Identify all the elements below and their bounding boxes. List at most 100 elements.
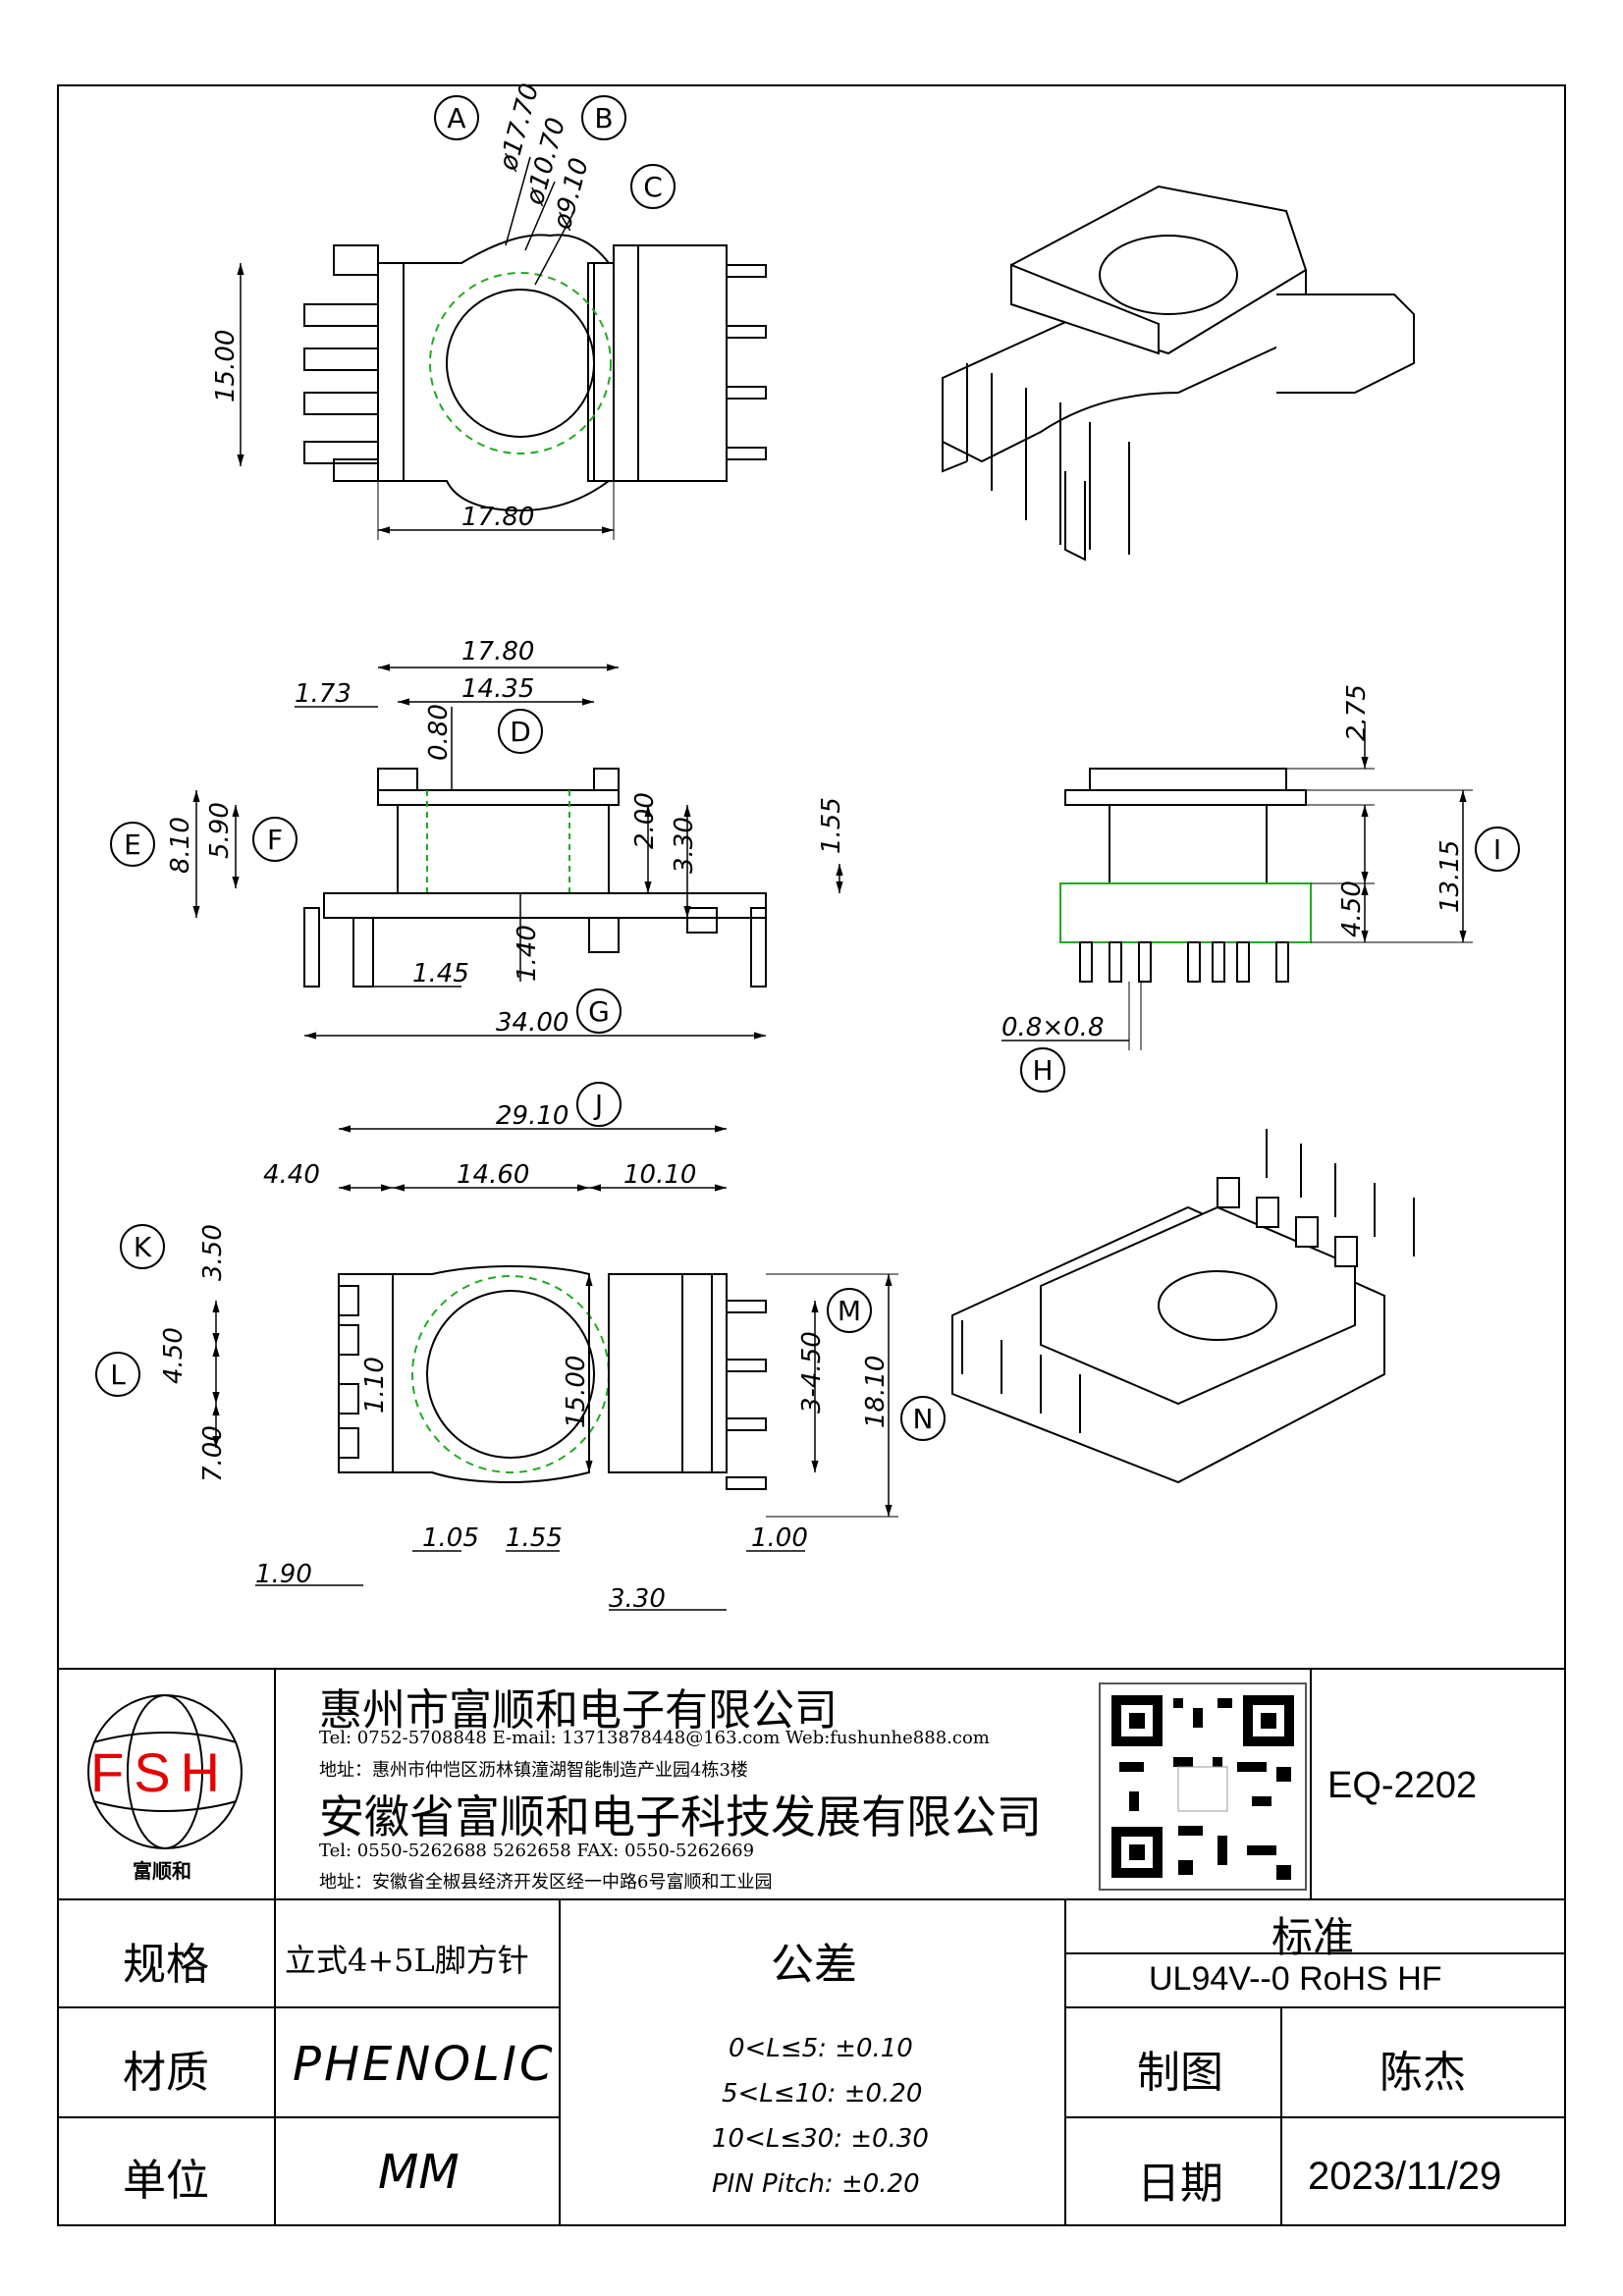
dim-w1-73: 1.73 — [295, 679, 352, 709]
logo-caption: 富顺和 — [133, 1859, 191, 1883]
dim-pin: 0.8×0.8 — [1001, 1013, 1104, 1042]
date-value: 2023/11/29 — [1308, 2155, 1502, 2198]
dim-w1-45: 1.45 — [412, 959, 469, 988]
dim-w14-35: 14.35 — [461, 674, 534, 704]
tolerance-4: PIN Pitch: ±0.20 — [712, 2169, 920, 2199]
standard-value: UL94V--0 RoHS HF — [1149, 1960, 1442, 1998]
material-value: PHENOLIC — [293, 2037, 556, 2092]
dim-w1-05: 1.05 — [422, 1523, 479, 1553]
tolerance-3: 10<L≤30: ±0.30 — [712, 2124, 929, 2154]
dim-w17-80-front: 17.80 — [461, 637, 534, 667]
dim-h3-30: 3.30 — [670, 817, 699, 874]
callout-m — [827, 1288, 872, 1333]
qr-code — [1099, 1682, 1307, 1891]
tolerance-1: 0<L≤5: ±0.10 — [729, 2034, 913, 2063]
front-view — [192, 664, 843, 1040]
callout-f — [252, 817, 298, 862]
callout-l — [95, 1352, 140, 1397]
iso-view-1 — [942, 185, 1415, 561]
callout-letters: A B C D E F G H I J K L M N — [110, 102, 1501, 1435]
callout-e — [110, 822, 155, 867]
callout-j-label: J — [593, 1089, 603, 1121]
dim-h8-10: 8.10 — [166, 817, 195, 874]
dim-h5-90: 5.90 — [205, 802, 235, 859]
logo-text: FSH — [90, 1741, 230, 1803]
dim-w3-30: 3.30 — [609, 1584, 666, 1614]
dim-w34-00: 34.00 — [496, 1008, 568, 1038]
dim-w17-80-top: 17.80 — [461, 503, 534, 532]
material-label: 材质 — [123, 2048, 209, 2098]
date-label: 日期 — [1137, 2159, 1223, 2209]
dim-w14-60: 14.60 — [457, 1160, 529, 1190]
fsh-logo — [87, 1694, 243, 1849]
part-number: EQ-2202 — [1327, 1765, 1478, 1806]
callout-k — [120, 1224, 165, 1269]
dim-w1-90: 1.90 — [255, 1560, 312, 1589]
dim-w1-00: 1.00 — [751, 1523, 808, 1553]
side-view — [1001, 721, 1473, 1050]
contact-line-2: Tel: 0550-5262688 5262658 FAX: 0550-5262… — [319, 1841, 755, 1861]
dim-h7-00: 7.00 — [198, 1425, 228, 1482]
callout-j — [576, 1082, 622, 1127]
spec-value: 立式4+5L脚方针 — [285, 1942, 529, 1979]
dim-h1-55: 1.55 — [817, 797, 846, 854]
bottom-view — [212, 1125, 898, 1611]
drawn-label: 制图 — [1137, 2048, 1223, 2098]
callout-f-label: F — [267, 824, 283, 856]
dim-h0-80: 0.80 — [424, 704, 454, 761]
company-name-1: 惠州市富顺和电子有限公司 — [319, 1685, 838, 1735]
drawn-value: 陈杰 — [1380, 2048, 1466, 2098]
callout-e-label: E — [124, 828, 141, 861]
callout-h — [1020, 1047, 1065, 1093]
callout-d-label: D — [510, 716, 531, 748]
drawing-frame — [57, 84, 1566, 2226]
dim-h13-15: 13.15 — [1435, 840, 1465, 913]
callouts — [95, 95, 1520, 1441]
dim-h4-50-bottom: 4.50 — [159, 1327, 189, 1384]
callout-n — [900, 1396, 946, 1441]
dim-h2-00: 2.00 — [630, 792, 660, 849]
callout-g-label: G — [588, 995, 610, 1028]
dim-h4-50-side: 4.50 — [1337, 881, 1367, 937]
callout-i — [1475, 827, 1520, 872]
address-line-2: 地址：安徽省全椒县经济开发区经一中路6号富顺和工业园 — [319, 1872, 773, 1893]
dim-w29-10: 29.10 — [496, 1101, 568, 1131]
dim-h3-50: 3.50 — [198, 1224, 228, 1281]
standard-label: 标准 — [1271, 1913, 1355, 1961]
dim-h15-00-top: 15.00 — [211, 330, 241, 402]
top-view — [237, 156, 767, 540]
dim-h1-40: 1.40 — [513, 925, 542, 982]
tolerance-2: 5<L≤10: ±0.20 — [722, 2079, 923, 2109]
contact-line-1: Tel: 0752-5708848 E-mail: 13713878448@16… — [319, 1728, 990, 1748]
dim-w4-40: 4.40 — [263, 1160, 320, 1190]
unit-label: 单位 — [123, 2156, 209, 2206]
callout-m-label: M — [838, 1295, 861, 1327]
company-name-2: 安徽省富顺和电子科技发展有限公司 — [319, 1790, 1042, 1843]
dim-h2-75: 2.75 — [1342, 684, 1372, 741]
callout-c — [630, 164, 676, 209]
callout-l-label: L — [110, 1359, 126, 1391]
callout-i-label: I — [1493, 833, 1501, 866]
address-line-1: 地址：惠州市仲恺区沥林镇潼湖智能制造产业园4栋3楼 — [319, 1760, 748, 1781]
callout-a-label: A — [447, 102, 465, 134]
callout-h-label: H — [1032, 1054, 1053, 1087]
dim-w1-55: 1.55 — [506, 1523, 563, 1553]
spec-label: 规格 — [123, 1940, 209, 1990]
title-block-grid — [57, 1668, 1566, 2226]
callout-k-label: K — [134, 1231, 152, 1263]
dim-h1-10: 1.10 — [360, 1357, 390, 1414]
callout-b-label: B — [594, 102, 613, 134]
callout-b — [581, 95, 626, 140]
callout-a — [434, 95, 479, 140]
unit-value: MM — [378, 2145, 460, 2200]
dim-h15-00-bottom: 15.00 — [562, 1356, 591, 1428]
dim-h3x4-50: 3-4.50 — [797, 1331, 827, 1414]
iso-view-2 — [951, 1129, 1415, 1484]
dim-w10-10: 10.10 — [623, 1160, 696, 1190]
callout-n-label: N — [913, 1403, 934, 1435]
callout-c-label: C — [643, 171, 663, 203]
callout-d — [498, 709, 543, 754]
tolerance-label: 公差 — [771, 1940, 857, 1990]
dim-h18-10: 18.10 — [861, 1356, 891, 1428]
